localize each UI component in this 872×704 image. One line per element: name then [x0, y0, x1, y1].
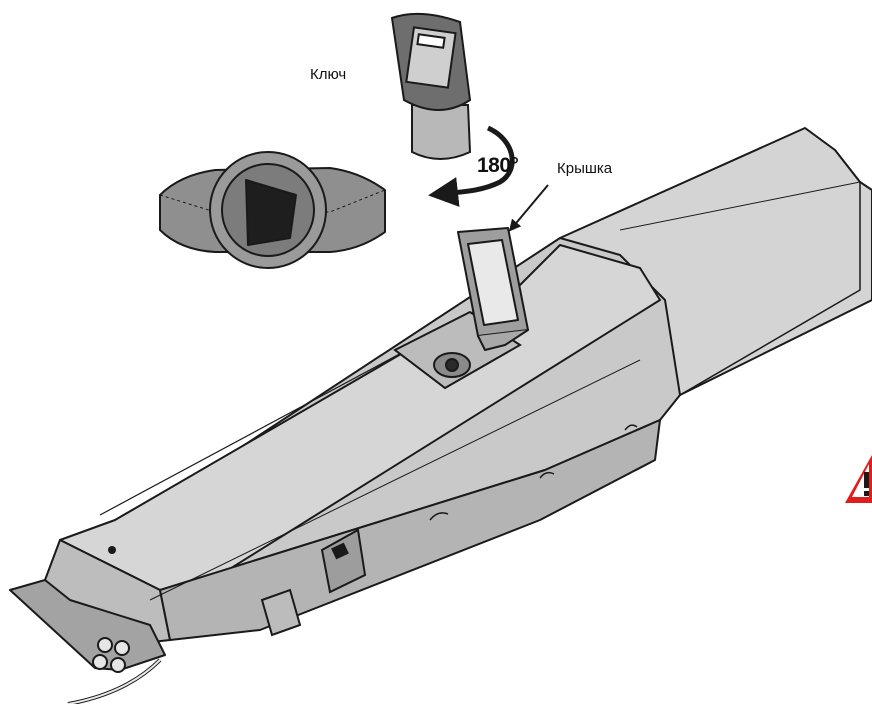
key-label: Ключ: [310, 66, 347, 83]
rotation-label: 180°: [477, 154, 519, 177]
brand-badge: [320, 528, 367, 594]
lock-face-detail: [159, 151, 386, 269]
cover-pointer-arrow: [508, 184, 549, 232]
release-cover[interactable]: [457, 227, 529, 351]
mounting-plate: [9, 579, 166, 673]
operator-housing: [44, 237, 681, 646]
rear-bracket: [260, 588, 302, 637]
rotation-arrow-icon: [428, 125, 515, 207]
housing-screw: [108, 546, 116, 554]
key-icon: [390, 12, 472, 160]
cover-label: Крышка: [557, 160, 613, 177]
warning-triangle-icon: [845, 455, 872, 503]
